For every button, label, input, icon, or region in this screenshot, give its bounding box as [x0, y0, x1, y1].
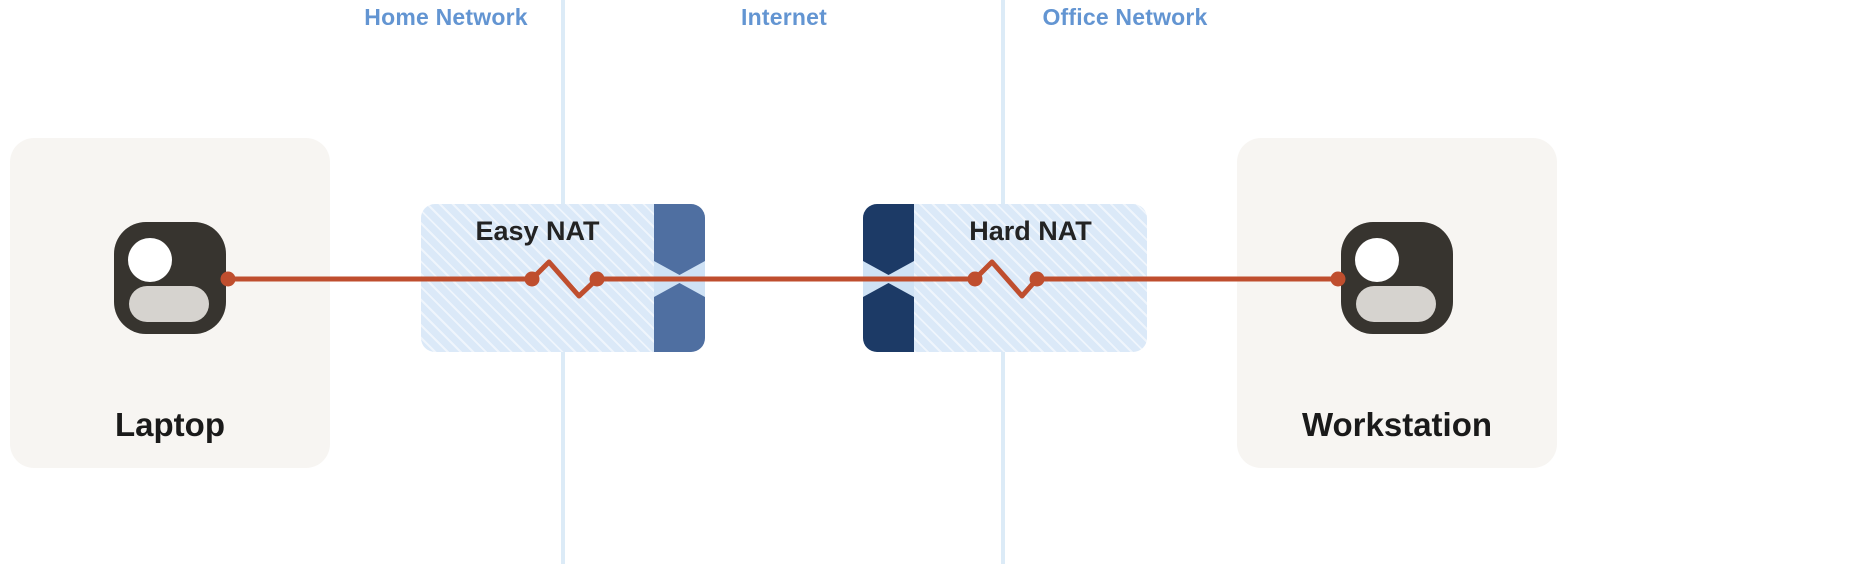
hard-nat-label: Hard NAT	[969, 216, 1092, 246]
workstation-label: Workstation	[1301, 406, 1493, 443]
firewall-notch	[654, 261, 705, 297]
device-icon-pill	[129, 286, 209, 322]
device-icon-pill	[1356, 286, 1436, 322]
easy-nat-box: Easy NAT	[421, 204, 705, 352]
workstation-device-icon	[1341, 222, 1453, 334]
firewall-notch	[863, 261, 914, 297]
device-icon-dot	[1355, 238, 1399, 282]
laptop-label: Laptop	[115, 406, 225, 443]
easy-nat-label: Easy NAT	[475, 216, 600, 246]
zone-label-office-network: Office Network	[1042, 4, 1208, 30]
zone-label-home-network: Home Network	[364, 4, 528, 30]
hard-nat-firewall-bar	[863, 204, 914, 352]
easy-nat-firewall-bar	[654, 204, 705, 352]
connection-path	[228, 259, 1338, 299]
laptop-device-icon	[114, 222, 226, 334]
workstation-card: Workstation	[1237, 138, 1557, 468]
hard-nat-box: Hard NAT	[863, 204, 1147, 352]
zone-label-internet: Internet	[741, 4, 827, 30]
laptop-card: Laptop	[10, 138, 330, 468]
device-icon-dot	[128, 238, 172, 282]
